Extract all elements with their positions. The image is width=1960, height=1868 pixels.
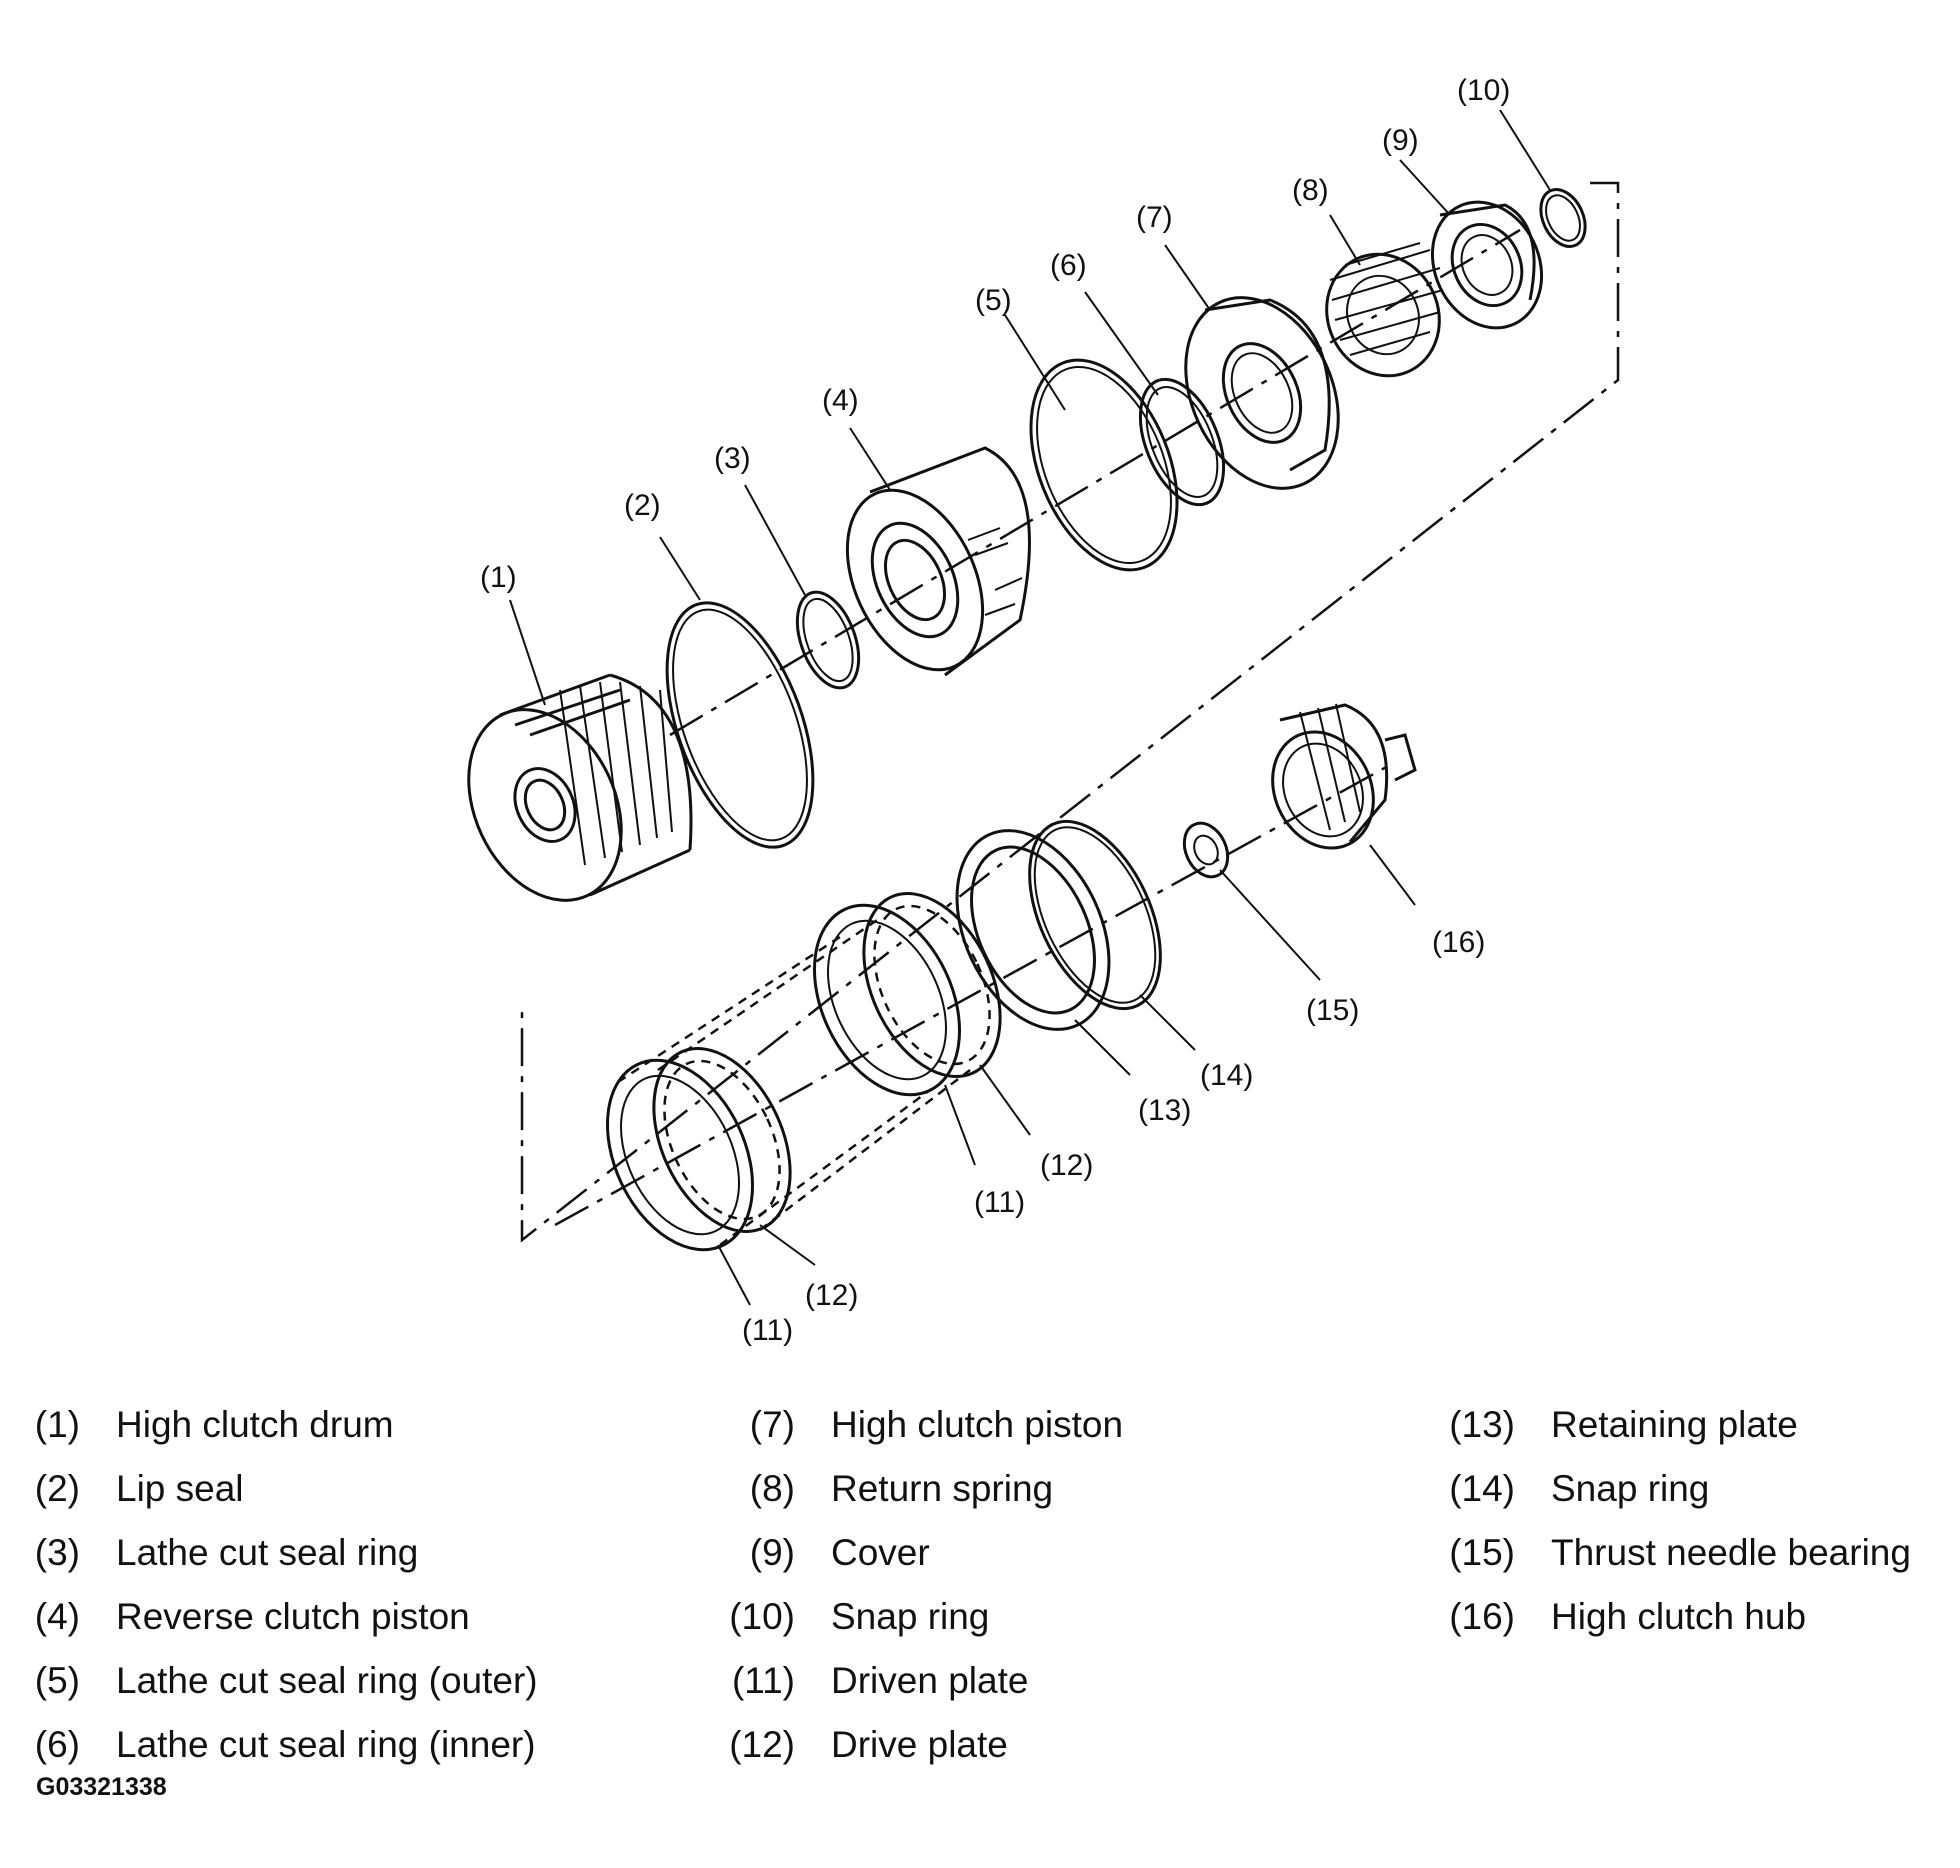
callout-3: (3) <box>714 442 751 475</box>
legend-label: Lathe cut seal ring <box>116 1532 419 1573</box>
callout-15: (15) <box>1306 994 1359 1027</box>
legend-column-3: (13) Retaining plate (14) Snap ring (15) Th… <box>1435 1393 1911 1649</box>
legend-number: (9) <box>749 1532 795 1573</box>
plates-lower <box>605 1047 792 1252</box>
legend-number: (14) <box>1449 1468 1515 1509</box>
legend-number: (1) <box>34 1404 80 1445</box>
legend-number: (7) <box>749 1404 795 1445</box>
legend-item: (10) Snap ring <box>715 1585 1123 1649</box>
assembly-frame <box>520 181 1620 1243</box>
legend-number: (5) <box>34 1660 80 1701</box>
callout-4: (4) <box>822 384 859 417</box>
callout-10: (10) <box>1457 74 1510 107</box>
legend-label: Lip seal <box>116 1468 244 1509</box>
lathe-cut-seal-ring-outer <box>1029 358 1179 572</box>
callout-1: (1) <box>480 561 517 594</box>
callout-7: (7) <box>1136 201 1173 234</box>
snap-ring-bottom <box>1028 819 1162 1011</box>
legend-item: (16) High clutch hub <box>1435 1585 1911 1649</box>
legend-item: (5) Lathe cut seal ring (outer) <box>0 1649 538 1713</box>
legend-item: (14) Snap ring <box>1435 1457 1911 1521</box>
legend-number: (16) <box>1449 1596 1515 1637</box>
legend-number: (4) <box>34 1596 80 1637</box>
legend-number: (3) <box>34 1532 80 1573</box>
legend-label: Snap ring <box>831 1596 990 1637</box>
legend-label: Driven plate <box>831 1660 1029 1701</box>
callout-16: (16) <box>1432 926 1485 959</box>
legend-column-1: (1) High clutch drum (2) Lip seal (3) Lathe… <box>0 1393 538 1777</box>
reverse-clutch-piston <box>845 446 1031 677</box>
legend-label: High clutch piston <box>831 1404 1124 1445</box>
callout-12-lower: (12) <box>805 1279 858 1312</box>
legend-item: (3) Lathe cut seal ring <box>0 1521 538 1585</box>
plate-connector-lines <box>617 916 971 1247</box>
legend-label: Return spring <box>831 1468 1054 1509</box>
legend-number: (15) <box>1449 1532 1515 1573</box>
legend-label: Thrust needle bearing <box>1551 1532 1911 1573</box>
high-clutch-piston <box>1184 296 1340 490</box>
thrust-needle-bearing <box>1182 821 1230 879</box>
cover <box>1430 200 1544 330</box>
legend-label: High clutch drum <box>116 1404 394 1445</box>
legend-item: (9) Cover <box>715 1521 1123 1585</box>
high-clutch-hub <box>1271 703 1417 850</box>
legend-item: (8) Return spring <box>715 1457 1123 1521</box>
figure-code: G03321338 <box>36 1773 167 1801</box>
legend-label: High clutch hub <box>1551 1596 1807 1637</box>
legend-number: (12) <box>729 1724 795 1765</box>
snap-ring-top <box>1539 188 1587 248</box>
legend-item: (4) Reverse clutch piston <box>0 1585 538 1649</box>
callout-13: (13) <box>1138 1094 1191 1127</box>
callout-9: (9) <box>1382 124 1419 157</box>
callout-labels: (1) (2) (3) (4) (5) (6) (7) (8) (9) (10)… <box>480 74 1510 1347</box>
legend-label: Drive plate <box>831 1724 1008 1765</box>
callout-11-upper: (11) <box>974 1186 1025 1219</box>
lathe-cut-seal-ring <box>795 590 861 690</box>
legend-number: (6) <box>34 1724 80 1765</box>
legend-item: (6) Lathe cut seal ring (inner) <box>0 1713 538 1777</box>
axis-lines <box>554 228 1521 1227</box>
legend-item: (12) Drive plate <box>715 1713 1123 1777</box>
legend-item: (7) High clutch piston <box>715 1393 1123 1457</box>
leader-lines <box>509 109 1551 1306</box>
legend-number: (10) <box>729 1596 795 1637</box>
legend-item: (15) Thrust needle bearing <box>1435 1521 1911 1585</box>
legend-item: (13) Retaining plate <box>1435 1393 1911 1457</box>
legend-number: (2) <box>34 1468 80 1509</box>
lip-seal <box>665 601 815 849</box>
legend-item: (2) Lip seal <box>0 1457 538 1521</box>
legend-label: Reverse clutch piston <box>116 1596 470 1637</box>
callout-8: (8) <box>1292 174 1329 207</box>
callout-11-lower: (11) <box>742 1314 793 1347</box>
lathe-cut-seal-ring-inner <box>1138 377 1226 507</box>
legend-label: Snap ring <box>1551 1468 1710 1509</box>
legend-label: Cover <box>831 1532 930 1573</box>
legend-item: (11) Driven plate <box>715 1649 1123 1713</box>
high-clutch-drum <box>467 673 693 902</box>
callout-6: (6) <box>1050 249 1087 282</box>
legend-number: (8) <box>749 1468 795 1509</box>
legend-label: Retaining plate <box>1551 1404 1798 1445</box>
legend-number: (13) <box>1449 1404 1515 1445</box>
legend-label: Lathe cut seal ring (inner) <box>116 1724 536 1765</box>
callout-14: (14) <box>1200 1059 1253 1092</box>
callout-2: (2) <box>624 489 661 522</box>
legend-label: Lathe cut seal ring (outer) <box>116 1660 538 1701</box>
legend-number: (11) <box>731 1660 795 1701</box>
callout-5: (5) <box>975 284 1012 317</box>
callout-12-upper: (12) <box>1040 1149 1093 1182</box>
legend-item: (1) High clutch drum <box>0 1393 538 1457</box>
legend-column-2: (7) High clutch piston (8) Return spring (… <box>715 1393 1123 1777</box>
